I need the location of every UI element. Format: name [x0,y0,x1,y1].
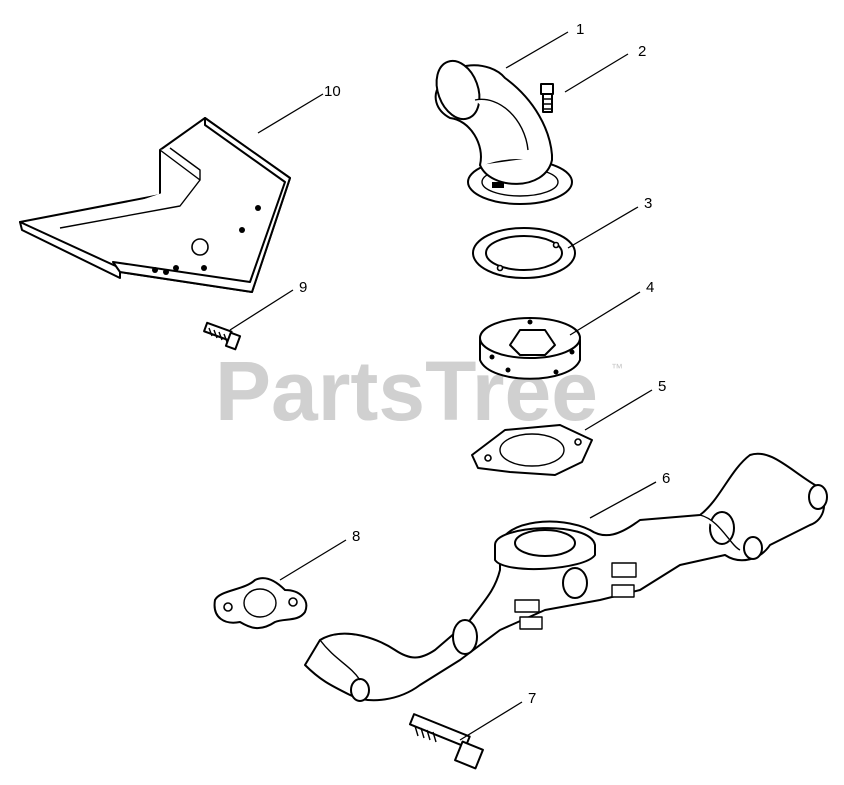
callout-labels: 1 2 3 4 5 6 7 8 9 10 [299,21,670,707]
callout-1[interactable]: 1 [576,21,584,38]
part-6-manifold[interactable] [304,452,828,702]
part-10-bracket[interactable] [19,117,291,293]
watermark-trademark: ™ [611,361,623,375]
callout-3[interactable]: 3 [644,195,652,212]
part-2-screw[interactable] [540,83,554,113]
part-5-gasket[interactable] [471,424,593,476]
callout-7[interactable]: 7 [528,690,536,707]
part-1-elbow[interactable] [429,55,573,205]
part-4-spacer[interactable] [479,317,581,380]
leader-lines [229,31,657,741]
callout-6[interactable]: 6 [662,470,670,487]
part-3-gasket[interactable] [472,227,576,279]
part-7-bolt[interactable] [408,713,484,770]
callout-4[interactable]: 4 [646,279,654,296]
callout-10[interactable]: 10 [324,83,341,100]
part-8-gasket[interactable] [213,577,308,629]
callout-8[interactable]: 8 [352,528,360,545]
part-9-screw[interactable] [203,321,242,351]
callout-5[interactable]: 5 [658,378,666,395]
callout-9[interactable]: 9 [299,279,307,296]
callout-2[interactable]: 2 [638,43,646,60]
